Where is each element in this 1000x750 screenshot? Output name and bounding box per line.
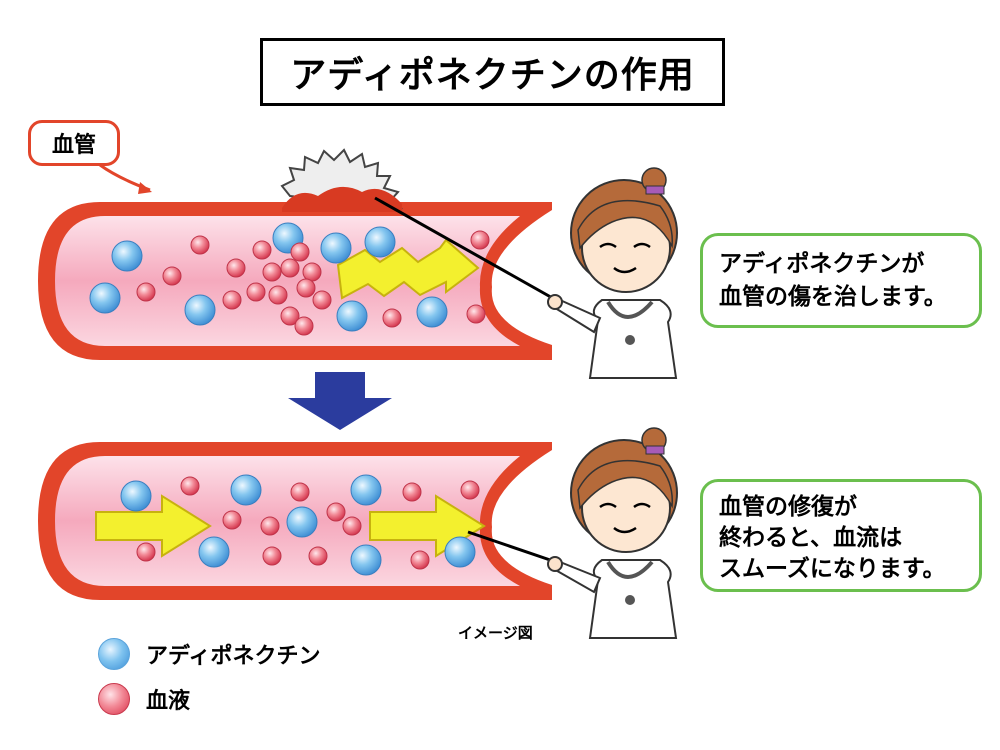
blood-cell	[222, 290, 242, 310]
image-note: イメージ図	[458, 624, 533, 642]
adiponectin-cell	[350, 544, 382, 576]
pointer-stick-bottom	[467, 530, 557, 564]
speech-line: スムーズになります。	[719, 556, 946, 583]
blood-cell	[296, 278, 316, 298]
blood-cell	[252, 240, 272, 260]
cells-bottom	[120, 474, 480, 576]
adiponectin-cell	[320, 232, 352, 264]
injury-scab	[282, 186, 402, 212]
blood-cell	[308, 546, 328, 566]
adiponectin-cell	[286, 506, 318, 538]
blood-cell	[466, 304, 486, 324]
red-cell-icon	[98, 683, 130, 715]
blood-cell	[162, 266, 182, 286]
blood-cell	[290, 242, 310, 262]
adiponectin-cell	[198, 536, 230, 568]
blood-cell	[180, 476, 200, 496]
adiponectin-cell	[89, 282, 121, 314]
vessel-label: 血管	[28, 120, 120, 166]
blood-cell	[302, 262, 322, 282]
page-title: アディポネクチンの作用	[260, 38, 725, 106]
blood-cell	[294, 316, 314, 336]
cells-top	[89, 222, 490, 336]
blood-cell	[470, 230, 490, 250]
adiponectin-cell	[416, 296, 448, 328]
blood-cell	[326, 502, 346, 522]
blue-cell-icon	[98, 638, 130, 670]
blood-cell	[312, 290, 332, 310]
blood-cell	[260, 516, 280, 536]
adiponectin-cell	[111, 240, 143, 272]
blood-cell	[262, 262, 282, 282]
adiponectin-cell	[184, 294, 216, 326]
blood-cell	[246, 282, 266, 302]
legend-label: アディポネクチン	[146, 644, 321, 669]
speech-line: アディポネクチンが	[719, 251, 925, 277]
legend-item-adiponectin: アディポネクチン	[98, 638, 320, 670]
flow-arrow-left	[95, 494, 212, 558]
zigzag-arrow	[336, 238, 480, 300]
blood-cell	[382, 308, 402, 328]
blood-cell	[280, 258, 300, 278]
speech-line: 終わると、血流は	[719, 525, 903, 552]
blood-cell	[290, 482, 310, 502]
speech-bubble-top: アディポネクチンが 血管の傷を治します。	[700, 233, 982, 328]
adiponectin-cell	[364, 226, 396, 258]
blood-cell	[280, 306, 300, 326]
speech-line: 血管の修復が	[719, 494, 857, 520]
adiponectin-cell	[230, 474, 262, 506]
legend-label: 血液	[146, 689, 191, 714]
blood-cell	[136, 542, 156, 562]
pointer-stick-top	[374, 196, 557, 302]
adiponectin-cell	[350, 474, 382, 506]
adiponectin-cell	[120, 480, 152, 512]
blood-cell	[268, 285, 288, 305]
doctor-figure-bottom	[547, 427, 678, 639]
blood-cell	[262, 546, 282, 566]
blood-cell	[402, 482, 422, 502]
blood-cell	[136, 282, 156, 302]
adiponectin-cell	[444, 536, 476, 568]
blood-cell	[226, 258, 246, 278]
adiponectin-cell	[336, 300, 368, 332]
blood-cell	[460, 480, 480, 500]
blood-cell	[342, 516, 362, 536]
legend-item-blood: 血液	[98, 683, 190, 715]
doctor-figure-top	[547, 167, 678, 379]
down-arrow	[288, 372, 392, 430]
label-pointer-head	[138, 182, 152, 194]
blood-cell	[222, 510, 242, 530]
speech-bubble-bottom: 血管の修復が 終わると、血流は スムーズになります。	[700, 479, 982, 592]
speech-line: 血管の傷を治します。	[719, 284, 947, 311]
blood-cell	[190, 235, 210, 255]
blood-cell	[410, 550, 430, 570]
